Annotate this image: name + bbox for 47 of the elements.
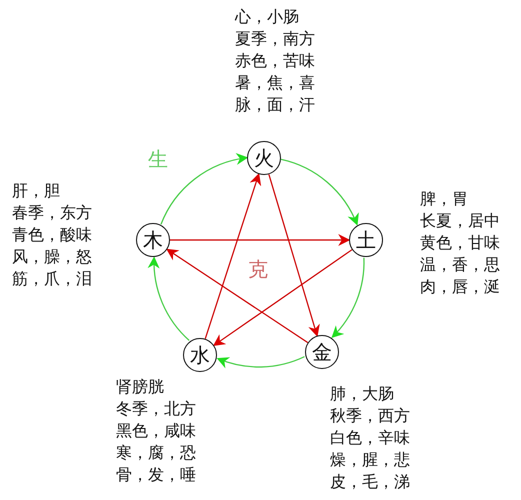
- attribute-text: 秋季，西方: [330, 405, 410, 427]
- arrow: [166, 248, 308, 344]
- arrow: [268, 174, 320, 337]
- attribute-text: 温，香，思: [420, 254, 500, 276]
- element-circle: [183, 338, 217, 372]
- attribute-text: 肉，唇，涎: [420, 276, 500, 298]
- curved-arrow: [280, 158, 358, 226]
- element-circle: [349, 223, 383, 257]
- attribute-text: 皮，毛，涕: [330, 471, 410, 493]
- element-character: 水: [190, 345, 210, 365]
- attribute-text: 冬季，北方: [116, 398, 196, 420]
- element-circle: [136, 223, 170, 257]
- curved-arrow: [160, 154, 248, 225]
- attribute-text: 肾膀胱: [116, 376, 165, 398]
- attribute-text: 风，臊，怒: [12, 246, 92, 268]
- attribute-text: 肺，大肠: [330, 383, 395, 405]
- curved-arrow: [332, 258, 365, 338]
- attribute-text: 燥，腥，悲: [330, 449, 410, 471]
- attribute-text: 春季，东方: [12, 202, 92, 224]
- arrow: [204, 173, 262, 340]
- arrow: [170, 234, 350, 246]
- element-character: 火: [254, 148, 274, 168]
- attribute-text: 青色，酸味: [12, 224, 92, 246]
- attribute-text: 脉，面，汗: [235, 94, 315, 116]
- element-character: 木: [143, 230, 163, 250]
- curved-arrow: [216, 356, 305, 368]
- cycle-label: 克: [248, 256, 268, 283]
- attribute-text: 白色，辛味: [330, 427, 410, 449]
- attribute-text: 骨，发，唾: [116, 464, 196, 486]
- element-circle: [305, 335, 339, 369]
- cycle-label: 生: [148, 146, 168, 173]
- element-circle: [247, 141, 281, 175]
- attribute-text: 肝，胆: [12, 180, 61, 202]
- attribute-text: 长夏，居中: [420, 210, 500, 232]
- arrow: [213, 249, 352, 346]
- attribute-text: 心，小肠: [235, 6, 300, 28]
- attribute-text: 筋，爪，泪: [12, 268, 92, 290]
- attribute-text: 寒，腐，恐: [116, 442, 196, 464]
- attribute-text: 脾，胃: [420, 188, 469, 210]
- attribute-text: 赤色，苦味: [235, 50, 315, 72]
- curved-arrow: [148, 256, 190, 341]
- attribute-text: 黄色，甘味: [420, 232, 500, 254]
- attribute-text: 黑色，咸味: [116, 420, 196, 442]
- attribute-text: 夏季，南方: [235, 28, 315, 50]
- element-character: 土: [356, 230, 376, 250]
- attribute-text: 暑，焦，喜: [235, 72, 315, 94]
- element-character: 金: [312, 342, 332, 362]
